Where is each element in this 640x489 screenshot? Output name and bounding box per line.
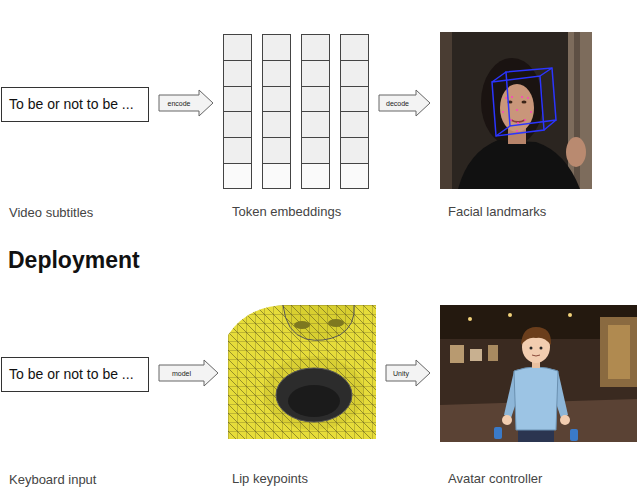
- caption: Token embeddings: [232, 204, 341, 219]
- caption: Facial landmarks: [448, 204, 546, 219]
- arrow-label: model: [171, 369, 192, 378]
- illustration-panel: Token embeddings: [223, 34, 369, 190]
- arrow-label: Unity: [392, 369, 410, 378]
- illustration-panel: Lip keypoints: [228, 305, 376, 439]
- text-input-box: To be or not to be ...Keyboard input: [1, 357, 149, 392]
- caption: Avatar controller: [448, 471, 542, 486]
- arrow-label: encode: [167, 99, 192, 108]
- section-heading: Deployment: [8, 246, 140, 274]
- caption: Lip keypoints: [232, 471, 308, 486]
- block-arrow: [386, 360, 430, 386]
- embedding-grid: [223, 35, 369, 189]
- block-arrow: [159, 360, 218, 386]
- face-photo: [440, 32, 592, 189]
- illustration-panel: Avatar controller: [440, 305, 637, 442]
- box-text: To be or not to be ...: [2, 88, 142, 121]
- avatar-scene: [440, 305, 637, 442]
- lip-mesh: [228, 305, 376, 439]
- caption: Keyboard input: [9, 472, 96, 487]
- box-text: To be or not to be ...: [2, 358, 142, 391]
- text-input-box: To be or not to be ...Video subtitles: [1, 87, 149, 122]
- arrow-label: decode: [385, 99, 410, 108]
- caption: Video subtitles: [9, 205, 93, 220]
- block-arrow: [379, 90, 430, 116]
- illustration-panel: Facial landmarks: [440, 32, 592, 189]
- block-arrow: [159, 90, 213, 116]
